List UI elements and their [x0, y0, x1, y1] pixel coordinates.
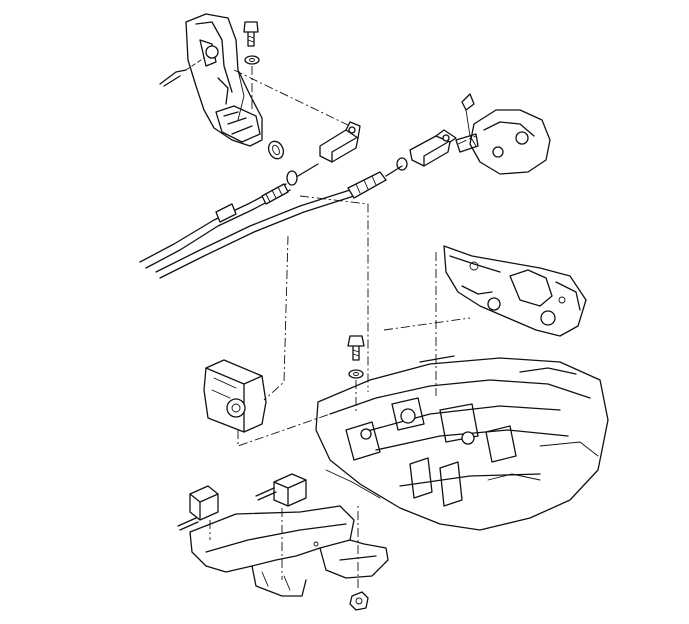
- cable-mount-block: [203, 359, 267, 433]
- leader-mount-block: [237, 413, 331, 447]
- cable-clip-left: [177, 485, 219, 531]
- transmission-housing: [443, 245, 587, 337]
- bolt-middle: [347, 335, 365, 361]
- grommet: [267, 140, 285, 160]
- leader-cable-left: [263, 235, 289, 401]
- shift-lever-housing: [185, 13, 263, 147]
- leader-housing-left: [383, 317, 471, 331]
- washer-top: [244, 55, 260, 65]
- leader-housing-clevis: [233, 69, 351, 127]
- lever-assembly: [455, 93, 551, 175]
- nut-bottom: [349, 591, 369, 611]
- washer-middle: [348, 369, 364, 379]
- spring-clip: [159, 57, 205, 87]
- cable-clip-right: [255, 473, 307, 507]
- leader-cable-right: [299, 195, 369, 392]
- bracket-assembly: [189, 505, 389, 597]
- cable-right: [155, 165, 403, 279]
- clevis-right: [409, 129, 457, 167]
- bolt-top: [243, 21, 259, 47]
- engine-body: [315, 355, 609, 531]
- cable-left: [139, 163, 319, 269]
- clevis-left: [319, 121, 361, 163]
- leader-lever: [457, 135, 477, 145]
